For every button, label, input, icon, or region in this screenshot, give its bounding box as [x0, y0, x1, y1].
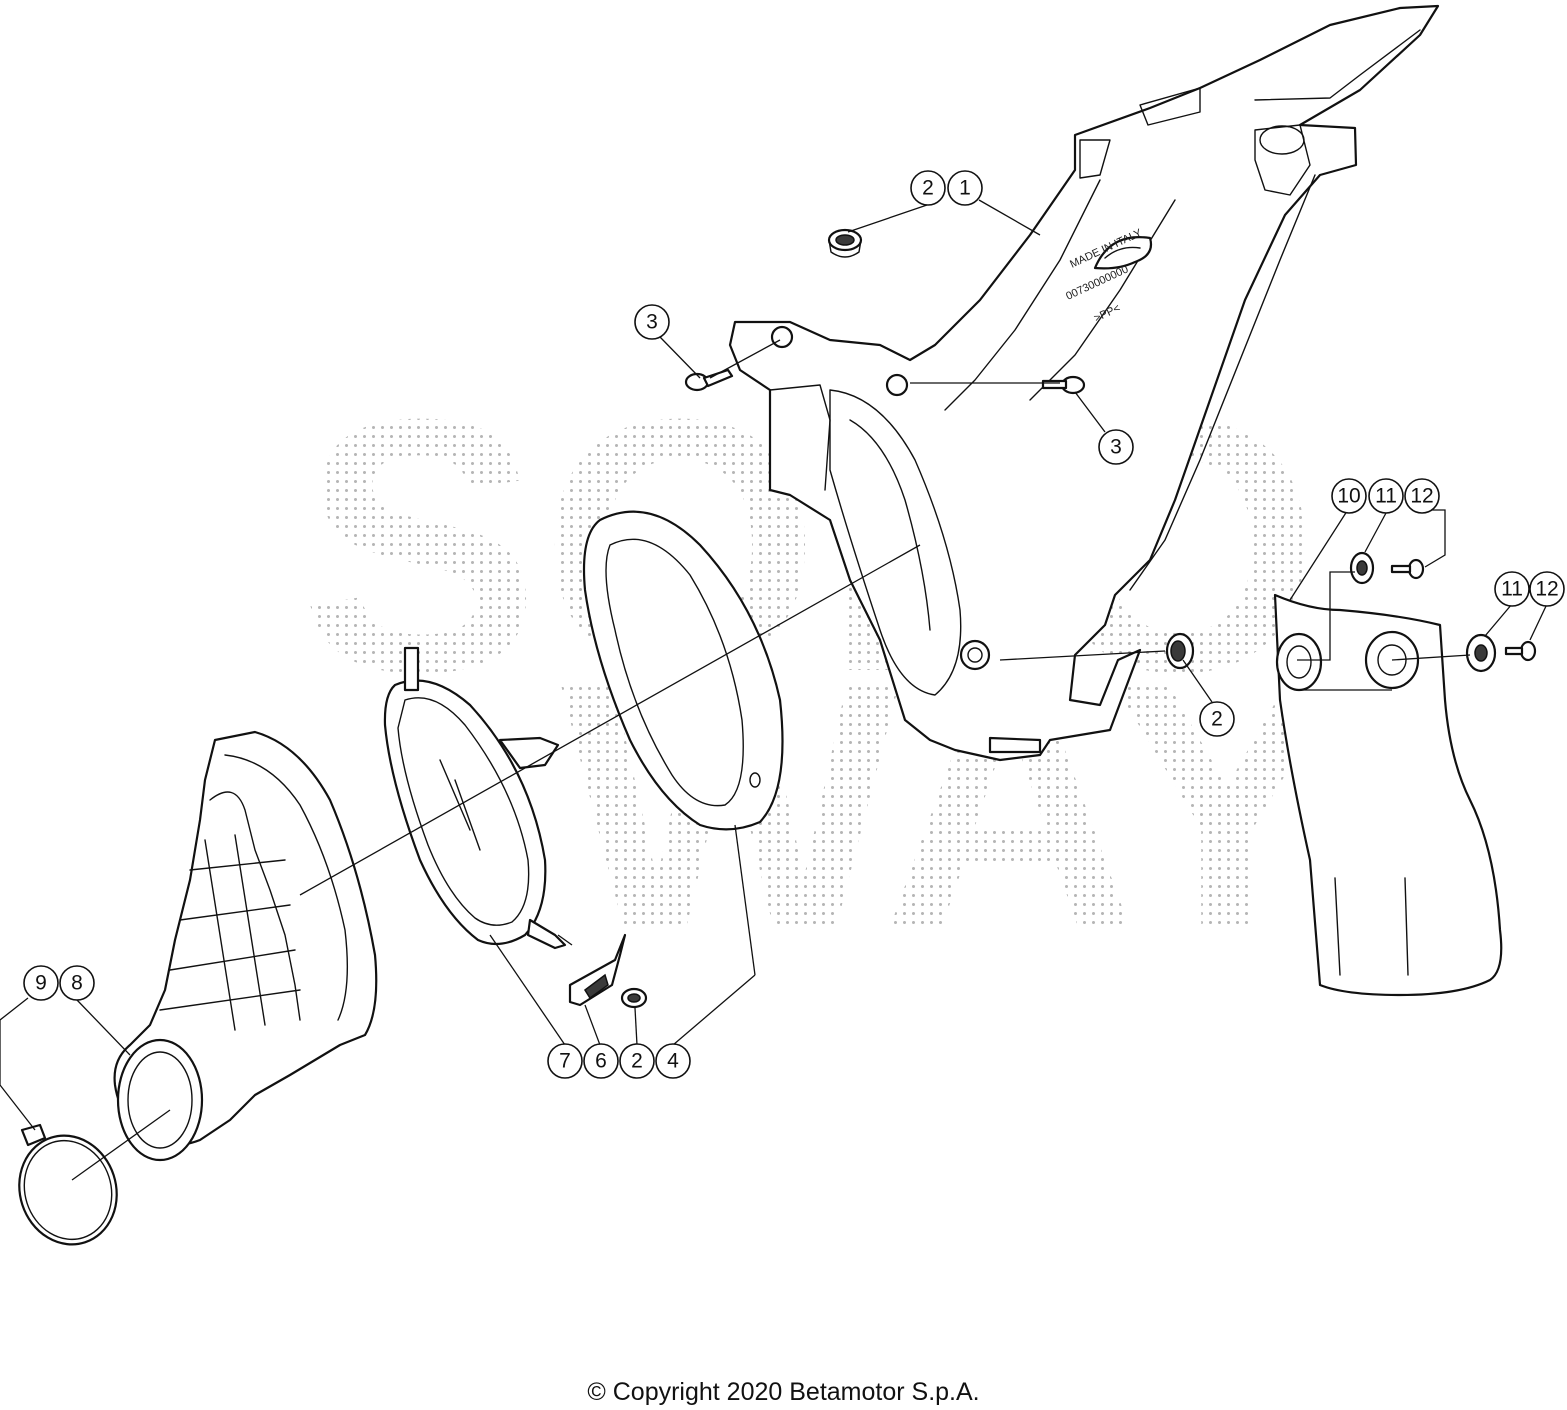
callout-2-right: 2: [1199, 701, 1235, 737]
grommet-right: [1165, 632, 1195, 670]
callout-2-right-label: 2: [1211, 708, 1223, 731]
callout-11-lower-label: 11: [1501, 578, 1523, 601]
copyright-notice: © Copyright 2020 Betamotor S.p.A.: [587, 1378, 980, 1406]
callout-3-left-label: 3: [646, 311, 658, 334]
leader-lines: [0, 199, 1548, 1181]
callout-3-right-label: 3: [1110, 436, 1122, 459]
callout-12-upper-label: 12: [1410, 485, 1433, 508]
callout-3-left: 3: [634, 304, 670, 340]
callout-7-label: 7: [559, 1050, 571, 1073]
callout-11-upper: 11: [1368, 478, 1404, 514]
callout-9: 9: [23, 965, 59, 1001]
callout-10-label: 10: [1337, 485, 1360, 508]
hose-clamp: [18, 1123, 118, 1246]
washer-lower: [1465, 633, 1497, 673]
grommet-top: [827, 228, 863, 258]
callout-2-top-label: 2: [922, 177, 934, 200]
callout-10: 10: [1331, 478, 1367, 514]
callout-2-lower-label: 2: [631, 1050, 643, 1073]
callout-9-label: 9: [35, 972, 47, 995]
callout-2-lower: 2: [619, 1043, 655, 1079]
callout-2-top: 2: [910, 170, 946, 206]
callout-8: 8: [59, 965, 95, 1001]
callout-11-upper-label: 11: [1375, 485, 1397, 508]
callout-12-lower-label: 12: [1535, 578, 1558, 601]
screw-right: [1041, 375, 1086, 395]
callout-1: 1: [947, 170, 983, 206]
grommet-lower: [620, 987, 648, 1009]
callout-12-upper: 12: [1404, 478, 1440, 514]
air-filter: [582, 510, 784, 831]
washer-upper: [1349, 551, 1375, 585]
side-cover: [1273, 593, 1503, 997]
cover-screw-lower: [1504, 640, 1537, 662]
callout-1-label: 1: [959, 177, 971, 200]
callout-4: 4: [655, 1043, 691, 1079]
callout-4-label: 4: [667, 1050, 679, 1073]
retaining-clip: [568, 933, 627, 1007]
filter-cage: [383, 646, 567, 950]
callout-7: 7: [547, 1043, 583, 1079]
callout-11-lower: 11: [1494, 571, 1530, 607]
callout-8-label: 8: [71, 972, 83, 995]
cover-screw-upper: [1390, 558, 1425, 580]
callout-12-lower: 12: [1529, 571, 1565, 607]
intake-duct: [113, 730, 378, 1162]
callout-6-label: 6: [595, 1050, 607, 1073]
callout-6: 6: [583, 1043, 619, 1079]
callout-3-right: 3: [1098, 429, 1134, 465]
